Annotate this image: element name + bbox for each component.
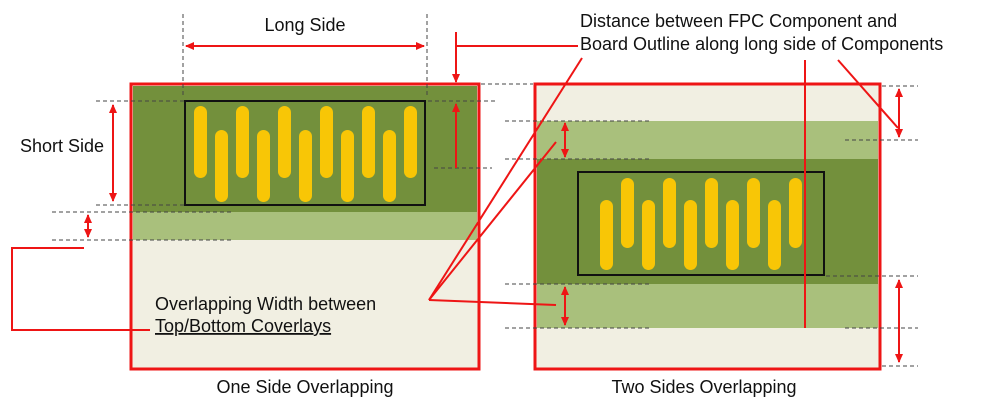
fan-line-bottom: [428, 299, 557, 306]
component-pad: [320, 106, 333, 178]
component-pad: [341, 130, 354, 202]
component-outline-right: [577, 171, 825, 276]
guide-lines: [52, 14, 918, 367]
component-outline-left: [184, 100, 426, 206]
component-pad: [299, 130, 312, 202]
left-panel: [129, 82, 481, 371]
right-panel: [533, 82, 882, 371]
component-pad: [705, 178, 718, 248]
component-pad: [747, 178, 760, 248]
component-pad: [726, 200, 739, 270]
overlap-note-line1: Overlapping Width between: [155, 294, 376, 314]
fan-line-top: [428, 141, 557, 301]
component-pad: [663, 178, 676, 248]
component-pad: [194, 106, 207, 178]
component-pad: [621, 178, 634, 248]
component-pad: [362, 106, 375, 178]
text-labels: Long Side Short Side Distance between FP…: [20, 11, 943, 397]
component-pad: [642, 200, 655, 270]
coverlay-overlap-strip-left: [133, 212, 477, 240]
overlap-note-bracket: [11, 247, 150, 331]
component-pad: [257, 130, 270, 202]
long-side-label: Long Side: [264, 15, 345, 35]
overlap-note-line2: Top/Bottom Coverlays: [155, 316, 331, 336]
distance-note-line2: Board Outline along long side of Compone…: [580, 34, 943, 54]
component-pad: [684, 200, 697, 270]
left-component-pads: [194, 106, 417, 202]
component-pad: [236, 106, 249, 178]
right-panel-caption: Two Sides Overlapping: [611, 377, 796, 397]
distance-note-leader-4: [837, 59, 899, 129]
component-pad: [383, 130, 396, 202]
component-pad: [768, 200, 781, 270]
coverlay-overlap-strip-right-bottom: [537, 284, 878, 328]
distance-note-leader-2: [428, 57, 583, 301]
component-pad: [600, 200, 613, 270]
right-component-pads: [600, 178, 802, 270]
component-pad: [215, 130, 228, 202]
left-panel-caption: One Side Overlapping: [216, 377, 393, 397]
short-side-label: Short Side: [20, 136, 104, 156]
coverlay-overlap-strip-right-top: [537, 121, 878, 159]
dimension-annotations: [11, 32, 903, 363]
component-pad: [404, 106, 417, 178]
distance-note-line1: Distance between FPC Component and: [580, 11, 897, 31]
component-pad: [278, 106, 291, 178]
component-pad: [789, 178, 802, 248]
